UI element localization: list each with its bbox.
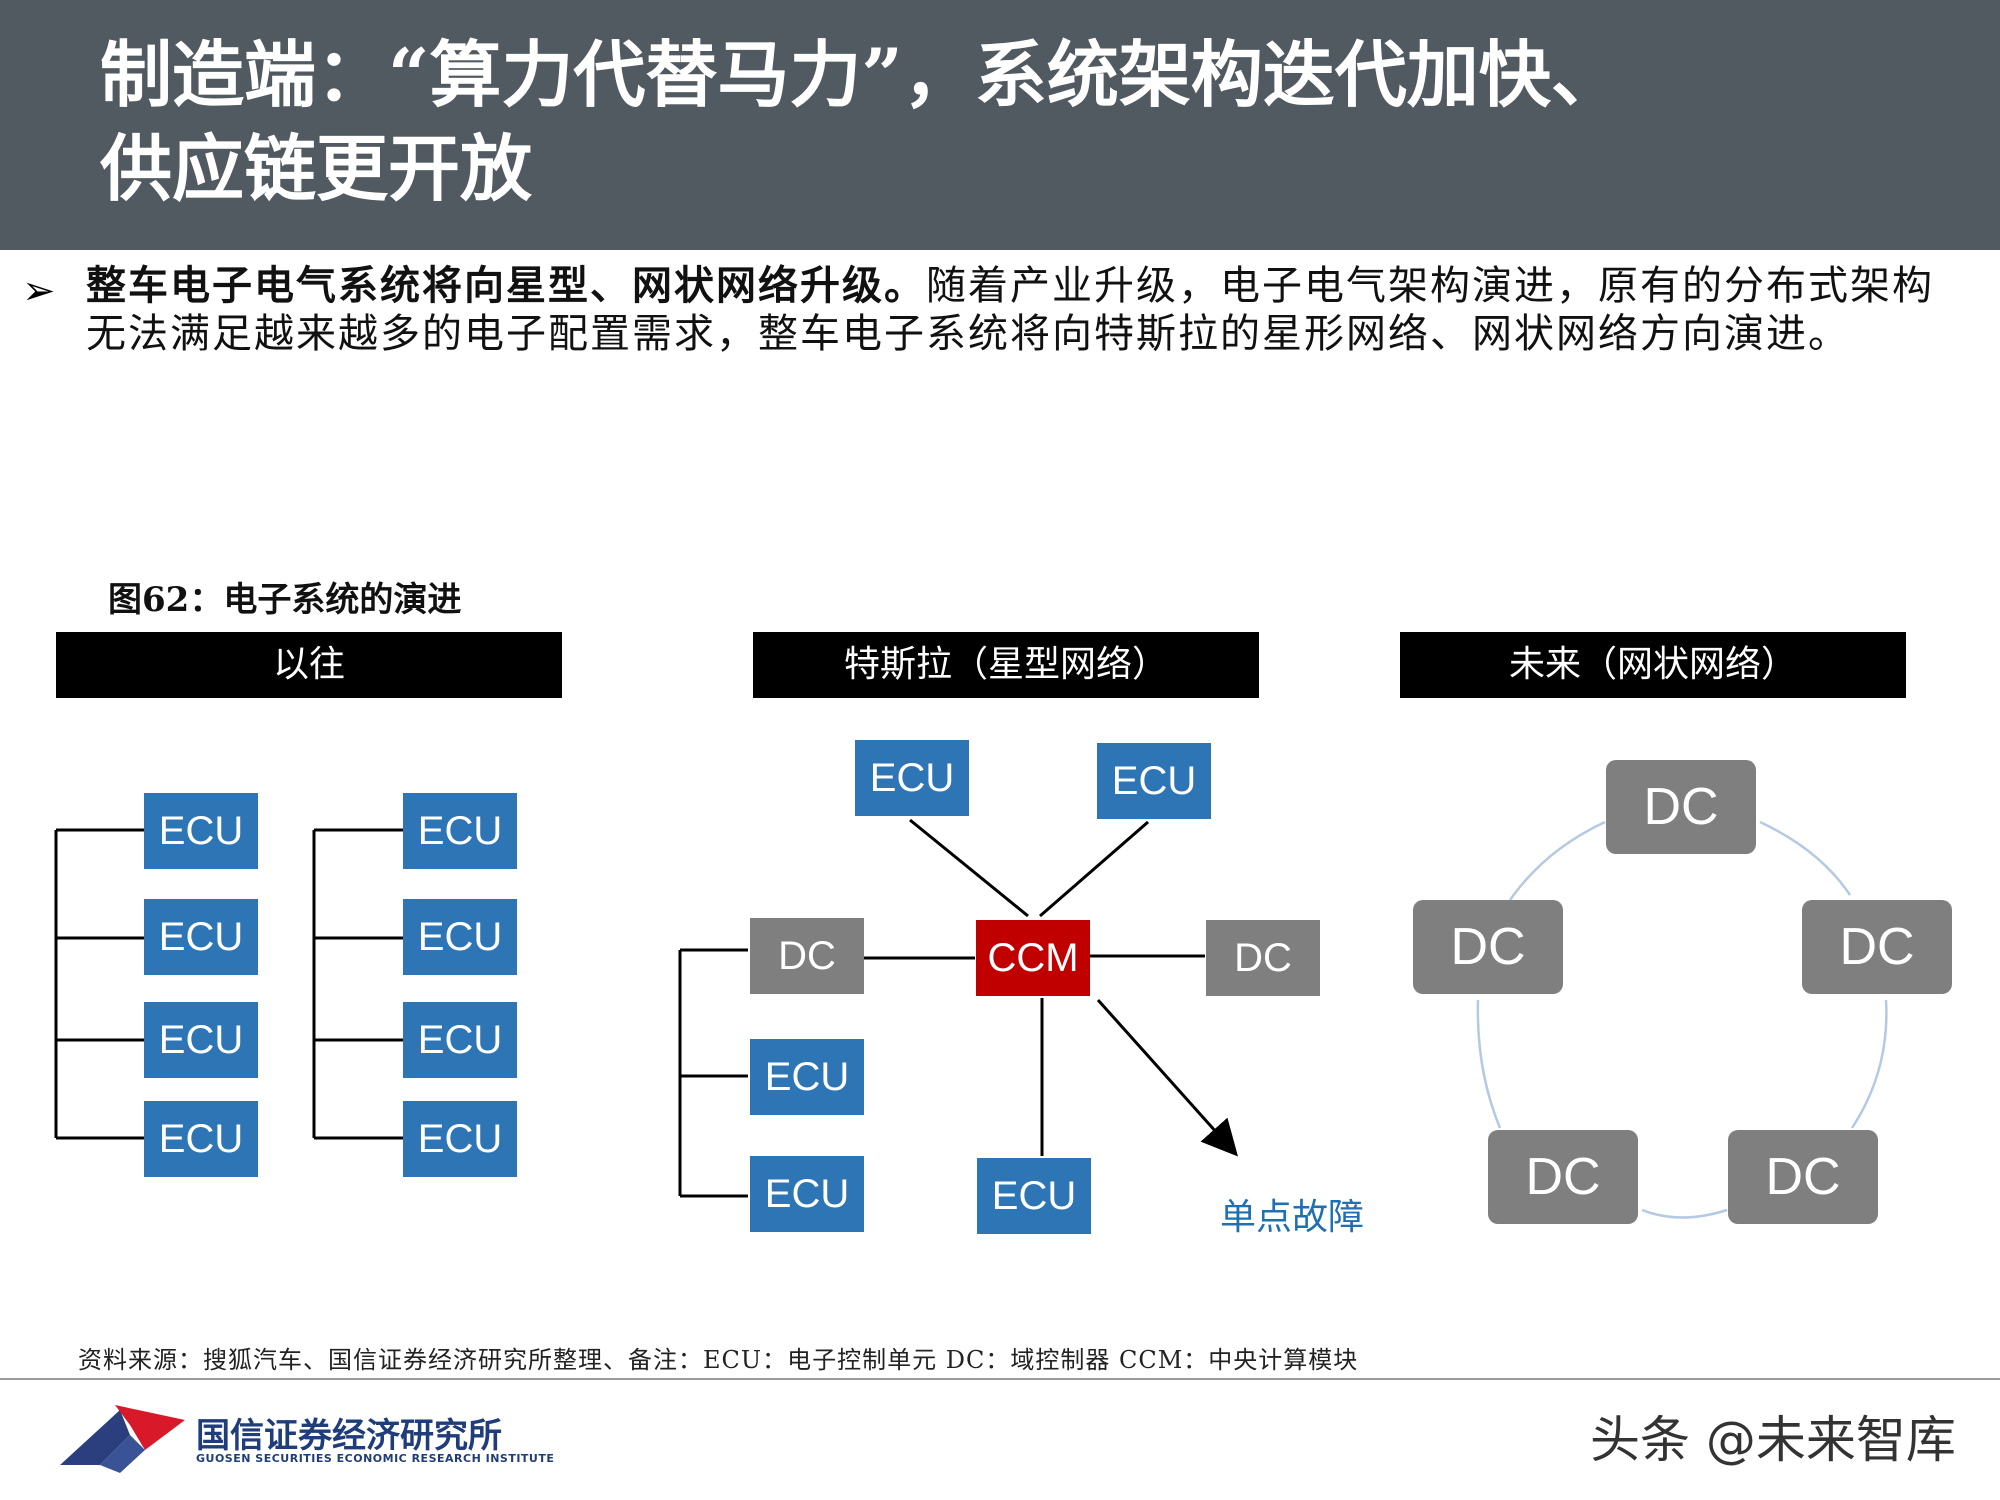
single-point-failure-label: 单点故障 — [1220, 1197, 1365, 1238]
watermark-text: 头条 @未来智库 — [1590, 1411, 1956, 1469]
bullet-body-text: 随着产业升级，电子电气架构演进，原有的分布式架构无法满足越来越多的电子配置需求，… — [86, 263, 1934, 357]
logo-text-cn: 国信证券经济研究所 — [196, 1416, 502, 1456]
page-title-line-1: 制造端：“算力代替马力”，系统架构迭代加快、 — [100, 32, 1623, 117]
tesla-ecu-bottom: ECU — [977, 1158, 1091, 1234]
figure-title: 图62：电子系统的演进 — [108, 580, 462, 620]
source-note: 资料来源：搜狐汽车、国信证券经济研究所整理、备注：ECU：电子控制单元 DC：域… — [78, 1346, 1359, 1374]
tesla-dc-left: DC — [750, 918, 864, 994]
logo-text-en: GUOSEN SECURITIES ECONOMIC RESEARCH INST… — [196, 1452, 555, 1465]
future-dc-bottom-right: DC — [1728, 1130, 1878, 1224]
tesla-ecu-top-left: ECU — [855, 740, 969, 816]
future-dc-top: DC — [1606, 760, 1756, 854]
column-header-future: 未来（网状网络） — [1400, 632, 1906, 698]
past-left-ecu-1: ECU — [144, 793, 258, 869]
tesla-ccm: CCM — [976, 920, 1090, 996]
past-right-ecu-4: ECU — [403, 1101, 517, 1177]
column-header-past: 以往 — [56, 632, 562, 698]
bullet-marker-icon: ➢ — [22, 268, 56, 314]
past-tree-right — [312, 828, 403, 1140]
future-dc-left: DC — [1413, 900, 1563, 994]
past-tree-left — [54, 828, 144, 1140]
past-left-ecu-2: ECU — [144, 899, 258, 975]
tesla-star-connectors — [678, 818, 1239, 1198]
past-left-ecu-4: ECU — [144, 1101, 258, 1177]
column-header-tesla: 特斯拉（星型网络） — [753, 632, 1259, 698]
future-mesh-ring — [1476, 820, 1888, 1219]
guosen-logo-icon — [60, 1405, 185, 1473]
tesla-ecu-top-right: ECU — [1097, 743, 1211, 819]
page-title-line-2: 供应链更开放 — [100, 126, 533, 211]
page-title: 制造端：“算力代替马力”，系统架构迭代加快、 供应链更开放 — [100, 28, 1880, 216]
tesla-dc-right: DC — [1206, 920, 1320, 996]
footer-divider — [0, 1378, 2000, 1380]
future-dc-right: DC — [1802, 900, 1952, 994]
past-left-ecu-3: ECU — [144, 1002, 258, 1078]
future-dc-bottom-left: DC — [1488, 1130, 1638, 1224]
past-right-ecu-2: ECU — [403, 899, 517, 975]
tesla-ecu-left-1: ECU — [750, 1039, 864, 1115]
past-right-ecu-3: ECU — [403, 1002, 517, 1078]
tesla-ecu-left-2: ECU — [750, 1156, 864, 1232]
header-bar: 制造端：“算力代替马力”，系统架构迭代加快、 供应链更开放 — [0, 0, 2000, 250]
bullet-paragraph: 整车电子电气系统将向星型、网状网络升级。随着产业升级，电子电气架构演进，原有的分… — [86, 262, 1956, 358]
bullet-bold-text: 整车电子电气系统将向星型、网状网络升级。 — [86, 262, 926, 309]
past-right-ecu-1: ECU — [403, 793, 517, 869]
